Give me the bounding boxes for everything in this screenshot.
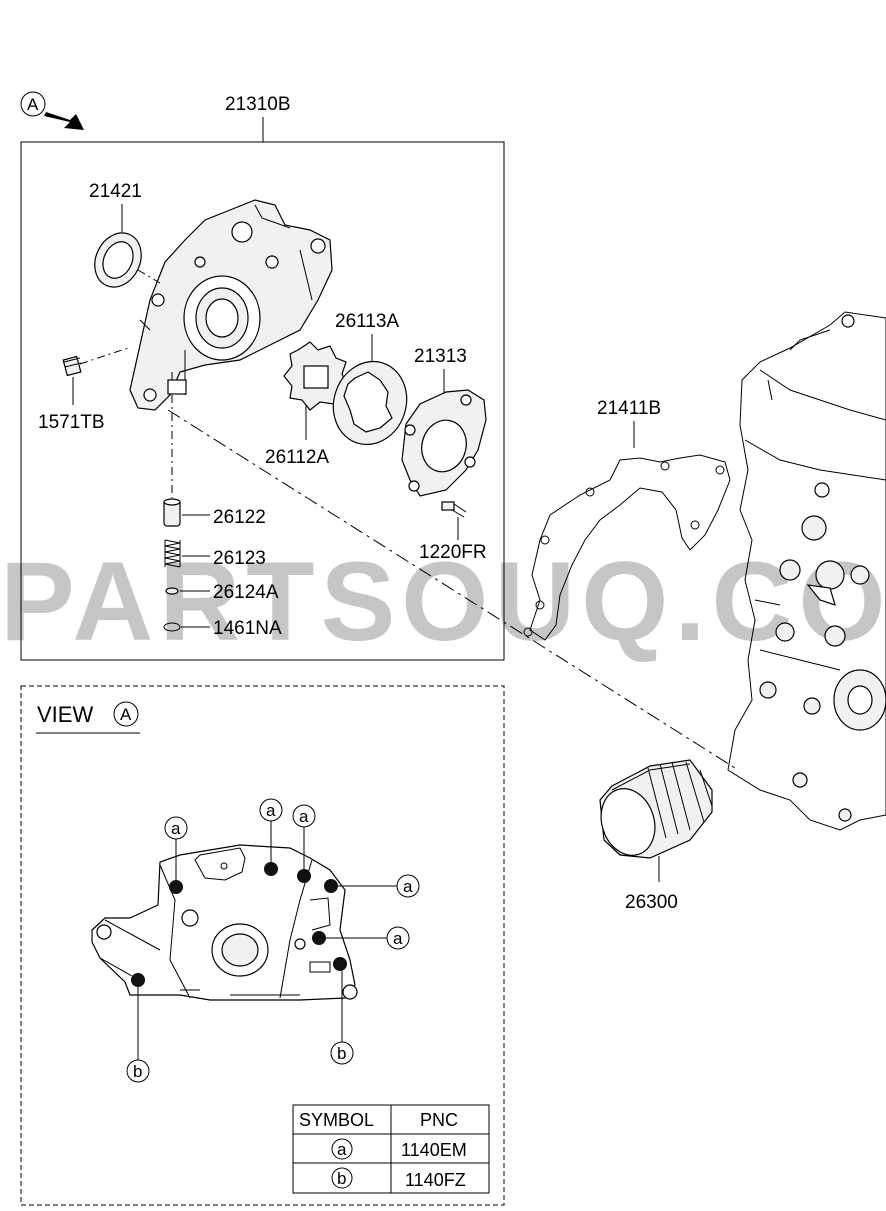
- bolt-dot-a: [264, 862, 278, 876]
- marker-callouts: a a a a a b b: [126, 798, 420, 1083]
- marker-a-5: a: [393, 929, 403, 948]
- table-symbol-b: b: [337, 1169, 346, 1188]
- table-pnc-b: 1140FZ: [405, 1170, 466, 1190]
- bolt: [441, 501, 467, 518]
- marker-b-1: b: [337, 1044, 346, 1063]
- watermark: PARTSOUQ.COM: [0, 539, 886, 664]
- pump-front-view: [91, 844, 358, 1001]
- table-header-symbol: SYMBOL: [299, 1110, 374, 1130]
- view-a-pointer: A: [20, 91, 84, 130]
- symbol-table: SYMBOL PNC a 1140EM b 1140FZ: [292, 1104, 490, 1194]
- marker-a-1: a: [171, 819, 181, 838]
- label-1220FR: 1220FR: [419, 542, 487, 563]
- view-a-marker-letter: A: [27, 95, 39, 114]
- table-pnc-a: 1140EM: [401, 1140, 467, 1160]
- washer: [165, 587, 179, 595]
- view-a-title-letter: A: [120, 705, 132, 724]
- plug: [62, 355, 82, 377]
- bolt-dot-a: [312, 931, 326, 945]
- marker-a-2: a: [266, 801, 276, 820]
- table-symbol-a: a: [337, 1140, 347, 1159]
- bolt-dot-a: [169, 880, 183, 894]
- marker-a-4: a: [403, 877, 413, 896]
- outer-rotor: [332, 360, 408, 446]
- label-21313: 21313: [414, 346, 467, 367]
- label-21411B: 21411B: [597, 398, 661, 419]
- marker-b-2: b: [133, 1062, 142, 1081]
- inner-rotor: [283, 341, 349, 411]
- engine-block: [727, 311, 886, 831]
- label-26123: 26123: [213, 548, 266, 569]
- relief-valve: [163, 498, 181, 527]
- oil-filter: [599, 759, 713, 859]
- label-1571TB: 1571TB: [38, 412, 105, 433]
- bolt-dot-b: [333, 957, 347, 971]
- snap-ring: [163, 622, 181, 632]
- pump-cover: [401, 389, 487, 497]
- label-26122: 26122: [213, 507, 266, 528]
- view-a-marker-circle: [20, 91, 46, 117]
- assembly-box: [20, 141, 505, 661]
- view-a-title-circle: [113, 701, 139, 727]
- bolt-dot-b: [131, 973, 145, 987]
- marker-a-3: a: [299, 807, 309, 826]
- assembly-code-label: 21310B: [225, 94, 291, 115]
- label-26300: 26300: [625, 892, 678, 913]
- oil-pump-housing: [129, 199, 333, 411]
- table-header-pnc: PNC: [420, 1110, 458, 1130]
- label-21421: 21421: [89, 181, 142, 202]
- bolt-dot-a: [297, 869, 311, 883]
- oil-seal: [94, 232, 142, 288]
- view-a-box: [20, 685, 505, 1206]
- label-26113A: 26113A: [335, 311, 399, 332]
- label-26124A: 26124A: [213, 582, 279, 603]
- view-a-title: VIEW: [37, 702, 93, 727]
- bolt-dot-a: [324, 879, 338, 893]
- arrow-icon: [44, 112, 84, 130]
- label-1461NA: 1461NA: [213, 618, 282, 639]
- gasket: [523, 454, 731, 641]
- relief-spring: [164, 539, 181, 568]
- label-26112A: 26112A: [265, 447, 329, 468]
